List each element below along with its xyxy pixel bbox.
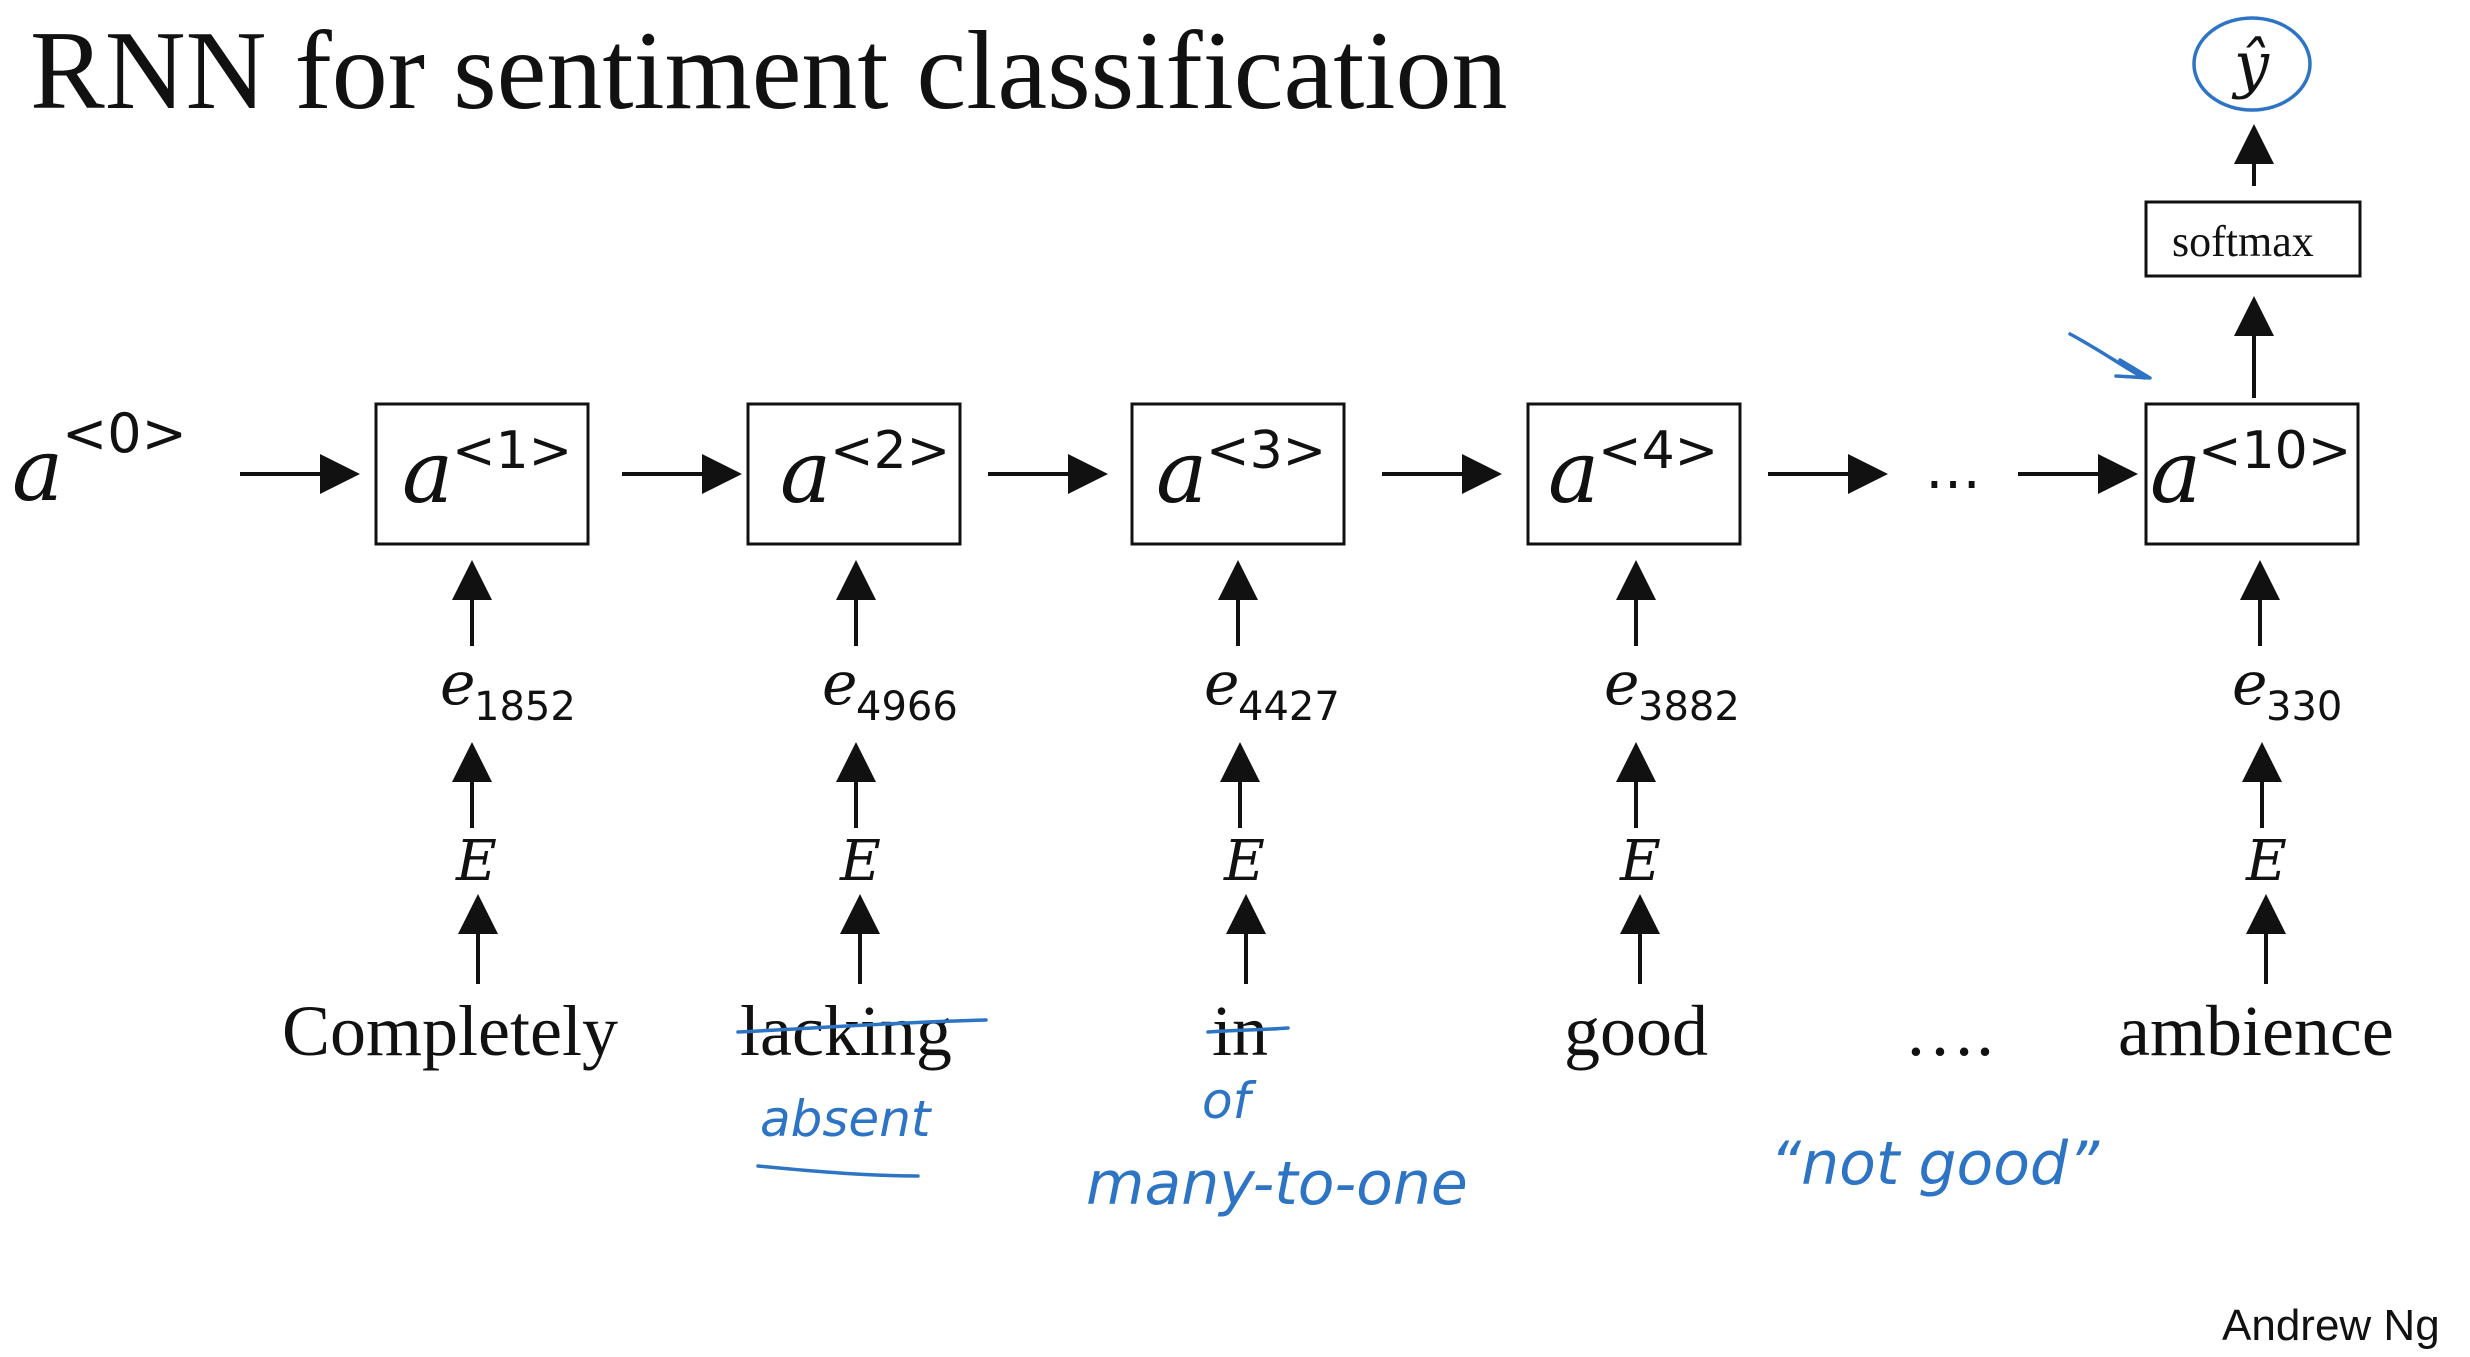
initial-state-superscript: <0> [62, 402, 187, 465]
embedding-matrix-1: E [455, 829, 497, 894]
output-circle [2192, 16, 2312, 112]
hidden-state-superscript-2: <2> [830, 421, 950, 481]
annotation-not-good: “not good” [1770, 1129, 2100, 1199]
input-word-4: good [1564, 991, 1708, 1071]
hidden-state-box-4 [1526, 402, 1742, 546]
slide-title: RNN for sentiment classification [30, 9, 1507, 133]
annotation-absent: absent [760, 1090, 933, 1148]
embedding-subscript-2: 4966 [856, 684, 958, 730]
initial-state: a <0> [12, 402, 187, 521]
hidden-state-box-10 [2144, 402, 2360, 546]
softmax-label: softmax [2172, 217, 2314, 266]
softmax-box [2144, 200, 2362, 278]
timestep-3: a <3> e 4427 E in [1130, 402, 1346, 1071]
hidden-state-base-3: a [1156, 423, 1207, 523]
hidden-state-superscript-10: <10> [2198, 421, 2351, 481]
annotation-of: of [1202, 1072, 1257, 1130]
embedding-matrix-3: E [1223, 829, 1265, 894]
strikethrough-word-2 [736, 1018, 988, 1034]
handwritten-annotations: absent of many-to-one “not good” [756, 332, 2152, 1219]
hidden-state-base-4: a [1548, 423, 1599, 523]
hidden-state-superscript-3: <3> [1206, 421, 1326, 481]
embedding-matrix-10: E [2245, 829, 2287, 894]
hidden-state-base-10: a [2150, 423, 2201, 523]
strikethrough-word-3 [1206, 1026, 1290, 1034]
embedding-base-1: e [440, 649, 476, 719]
hidden-state-box-3 [1130, 402, 1346, 546]
timestep-4: a <4> e 3882 E good [1526, 402, 1742, 1071]
words-ellipsis: …. [1904, 991, 1994, 1071]
embedding-matrix-2: E [839, 829, 881, 894]
input-word-10: ambience [2118, 991, 2394, 1071]
timestep-2: a <2> e 4966 E lacking [736, 402, 988, 1071]
embedding-subscript-4: 3882 [1638, 684, 1740, 730]
hidden-state-base-1: a [402, 423, 453, 523]
initial-state-base: a [12, 421, 63, 521]
embedding-base-4: e [1604, 649, 1640, 719]
embedding-base-2: e [822, 649, 858, 719]
timestep-1: a <1> e 1852 E Completely [282, 402, 618, 1071]
hidden-state-base-2: a [780, 423, 831, 523]
annotation-many-to-one: many-to-one [1086, 1149, 1468, 1219]
input-word-1: Completely [282, 991, 618, 1071]
embedding-subscript-10: 330 [2266, 684, 2342, 730]
hidden-state-box-2 [746, 402, 962, 546]
chain-ellipsis: … [1925, 437, 1981, 502]
annotation-arrow-to-a10 [2068, 332, 2152, 380]
embedding-base-10: e [2232, 649, 2268, 719]
embedding-matrix-4: E [1619, 829, 1661, 894]
hidden-state-superscript-1: <1> [452, 421, 572, 481]
embedding-subscript-1: 1852 [474, 684, 576, 730]
output-head: softmax ŷ [2144, 16, 2362, 398]
author-credit: Andrew Ng [2222, 1301, 2440, 1350]
timestep-10: a <10> e 330 E ambience [2118, 402, 2394, 1071]
embedding-subscript-3: 4427 [1238, 684, 1340, 730]
embedding-base-3: e [1204, 649, 1240, 719]
output-label: ŷ [2231, 28, 2270, 101]
hidden-state-superscript-4: <4> [1598, 421, 1718, 481]
hidden-state-box-1 [374, 402, 590, 546]
annotation-absent-underline [756, 1164, 920, 1178]
